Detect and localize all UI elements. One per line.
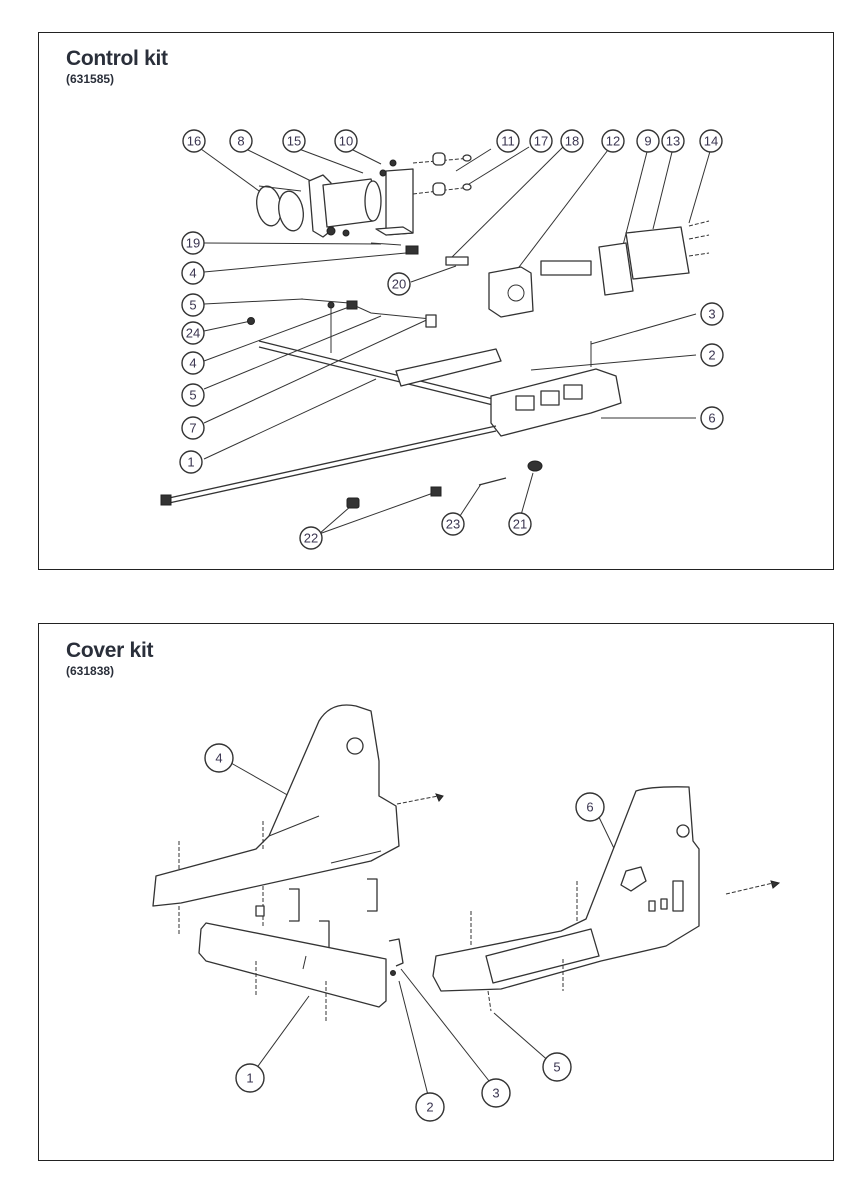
callout-12: 12 [601, 129, 625, 153]
svg-text:10: 10 [339, 134, 353, 149]
cover-kit-panel: Cover kit (631838) [38, 623, 834, 1161]
actuator-motor-part [308, 174, 382, 238]
callout-7: 7 [181, 416, 205, 440]
svg-text:23: 23 [446, 517, 460, 532]
svg-text:6: 6 [708, 411, 715, 426]
callout-5-lower: 5 [181, 383, 205, 407]
switch-board-part [540, 220, 710, 296]
long-cable-part [160, 425, 497, 506]
callout-19: 19 [181, 231, 205, 255]
svg-text:7: 7 [189, 421, 196, 436]
svg-text:9: 9 [644, 134, 651, 149]
svg-text:4: 4 [215, 751, 222, 766]
control-kit-exploded-view: 16 8 15 10 11 17 18 12 9 13 14 19 4 20 5… [160, 129, 724, 550]
svg-text:24: 24 [186, 326, 200, 341]
callout-13: 13 [661, 129, 685, 153]
small-bracket-part [388, 938, 404, 976]
svg-text:14: 14 [704, 134, 718, 149]
svg-text:21: 21 [513, 517, 527, 532]
cable-parts [247, 298, 437, 328]
callout-20: 20 [387, 272, 411, 296]
svg-text:2: 2 [708, 348, 715, 363]
cover-callout-2: 2 [415, 1092, 445, 1122]
callout-14: 14 [699, 129, 723, 153]
callout-23: 23 [441, 512, 465, 536]
switch-housing-part [488, 266, 534, 318]
svg-text:2: 2 [426, 1100, 433, 1115]
svg-text:16: 16 [187, 134, 201, 149]
svg-text:12: 12 [606, 134, 620, 149]
cover-callout-4: 4 [204, 743, 234, 773]
left-side-cover-part [152, 704, 444, 936]
frame-rail-part [258, 301, 502, 408]
callout-24: 24 [181, 321, 205, 345]
svg-text:5: 5 [553, 1060, 560, 1075]
callout-9: 9 [636, 129, 660, 153]
callout-21: 21 [508, 512, 532, 536]
callout-5-upper: 5 [181, 293, 205, 317]
callout-16: 16 [182, 129, 206, 153]
svg-text:20: 20 [392, 277, 406, 292]
callout-2: 2 [700, 343, 724, 367]
front-cover-part [198, 922, 387, 1021]
callout-8: 8 [229, 129, 253, 153]
svg-text:3: 3 [492, 1086, 499, 1101]
control-kit-title: Control kit [66, 47, 168, 70]
callout-15: 15 [282, 129, 306, 153]
cover-kit-callouts: 4 6 1 2 3 5 [204, 743, 605, 1122]
svg-text:17: 17 [534, 134, 548, 149]
callout-17: 17 [529, 129, 553, 153]
mounting-bracket-part [375, 159, 414, 236]
cover-kit-title: Cover kit [66, 639, 154, 662]
cover-callout-1: 1 [235, 1063, 265, 1093]
control-kit-leaders [200, 145, 712, 535]
clip-parts [255, 878, 378, 952]
cover-callout-6: 6 [575, 792, 605, 822]
right-side-cover-part [432, 786, 781, 1012]
svg-text:19: 19 [186, 236, 200, 251]
callout-18: 18 [560, 129, 584, 153]
svg-text:1: 1 [246, 1071, 253, 1086]
svg-text:3: 3 [708, 307, 715, 322]
callout-3: 3 [700, 302, 724, 326]
cover-callout-3: 3 [481, 1078, 511, 1108]
loose-parts [346, 460, 543, 509]
connector-parts [370, 242, 469, 266]
cover-kit-exploded-view: 4 6 1 2 3 5 [152, 704, 781, 1122]
svg-text:6: 6 [586, 800, 593, 815]
svg-text:8: 8 [237, 134, 244, 149]
callout-11: 11 [496, 129, 520, 153]
callout-10: 10 [334, 129, 358, 153]
callout-6: 6 [700, 406, 724, 430]
svg-text:15: 15 [287, 134, 301, 149]
svg-text:5: 5 [189, 298, 196, 313]
svg-text:5: 5 [189, 388, 196, 403]
callout-22: 22 [299, 526, 323, 550]
svg-text:22: 22 [304, 531, 318, 546]
callout-4-upper: 4 [181, 261, 205, 285]
svg-text:4: 4 [189, 266, 196, 281]
control-pod-part [490, 341, 622, 437]
svg-text:1: 1 [187, 455, 194, 470]
svg-text:18: 18 [565, 134, 579, 149]
control-kit-panel: Control kit (631585) [38, 32, 834, 570]
clamp-part [256, 185, 304, 232]
cover-callout-5: 5 [542, 1052, 572, 1082]
callout-4-lower: 4 [181, 351, 205, 375]
control-kit-part-number: (631585) [66, 72, 115, 86]
svg-text:13: 13 [666, 134, 680, 149]
callout-1: 1 [179, 450, 203, 474]
cover-kit-part-number: (631838) [66, 664, 115, 678]
svg-text:11: 11 [501, 134, 515, 149]
bushing-parts [412, 152, 472, 196]
control-kit-callouts: 16 8 15 10 11 17 18 12 9 13 14 19 4 20 5… [179, 129, 724, 550]
svg-text:4: 4 [189, 356, 196, 371]
